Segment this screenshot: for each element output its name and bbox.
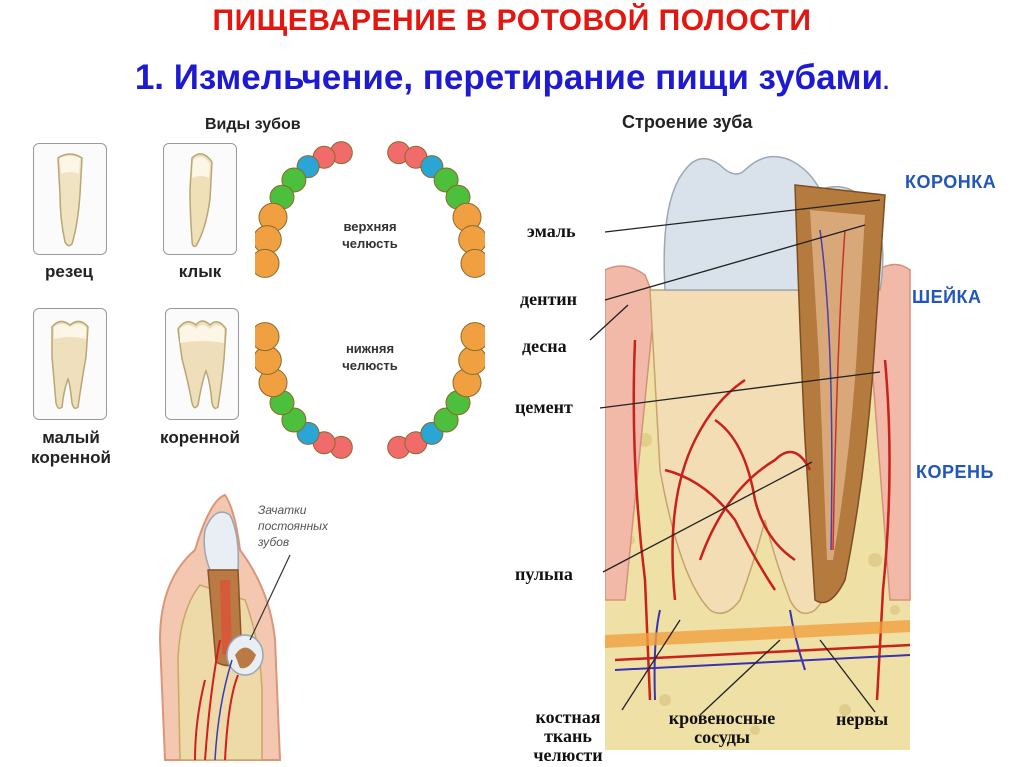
incisor-icon — [57, 153, 83, 247]
lower-molar-tooth — [460, 322, 485, 352]
teeth-types-heading: Виды зубов — [205, 116, 301, 133]
page-subtitle: 1. Измельчение, перетирание пищи зубами. — [0, 58, 1024, 98]
label-blood-vessels: кровеносные сосуды — [668, 708, 776, 747]
canine-label: клык — [178, 262, 222, 281]
molar-card — [165, 308, 239, 420]
molar-label: коренной — [160, 428, 240, 447]
subtitle-text: 1. Измельчение, перетирание пищи зубами — [134, 58, 884, 97]
incisor-card — [33, 143, 107, 255]
lower-premolar-tooth — [433, 407, 459, 433]
incisor-label: резец — [45, 262, 93, 281]
lower-jaw-label: нижняя челюсть — [342, 341, 398, 373]
upper-premolar-tooth — [281, 167, 307, 193]
tooth-structure-drawing — [605, 155, 911, 750]
upper-molar-tooth — [255, 248, 280, 278]
premolar-icon — [51, 320, 89, 410]
upper-premolar-tooth — [433, 167, 459, 193]
tooth-germ-drawing — [158, 493, 291, 761]
region-root: КОРЕНЬ — [916, 462, 994, 482]
label-cement: цемент — [515, 397, 573, 417]
lower-molar-tooth — [255, 322, 280, 352]
upper-jaw-label: верхняя челюсть — [342, 219, 398, 251]
canine-card — [163, 143, 237, 255]
region-crown: КОРОНКА — [905, 172, 997, 192]
lower-premolar-tooth — [281, 407, 307, 433]
label-nerves: нервы — [836, 709, 889, 729]
premolar-card — [33, 308, 107, 420]
tooth-germs-label: Зачатки постоянных зубов — [258, 503, 328, 549]
dental-arch-diagram — [255, 141, 485, 459]
page-title: ПИЩЕВАРЕНИЕ В РОТОВОЙ ПОЛОСТИ — [212, 4, 812, 37]
region-neck: ШЕЙКА — [912, 287, 982, 307]
label-dentin: дентин — [520, 289, 578, 309]
premolar-label: малый коренной — [31, 428, 111, 467]
label-enamel: эмаль — [527, 221, 576, 241]
molar-icon — [177, 320, 227, 410]
label-gum: десна — [522, 336, 567, 356]
upper-molar-tooth — [460, 248, 485, 278]
subtitle-period: . — [883, 69, 890, 94]
label-bone-tissue: костная ткань челюсти — [533, 707, 603, 765]
label-pulp: пульпа — [515, 564, 573, 584]
tooth-structure-heading: Строение зуба — [622, 112, 753, 132]
canine-icon — [189, 153, 213, 248]
